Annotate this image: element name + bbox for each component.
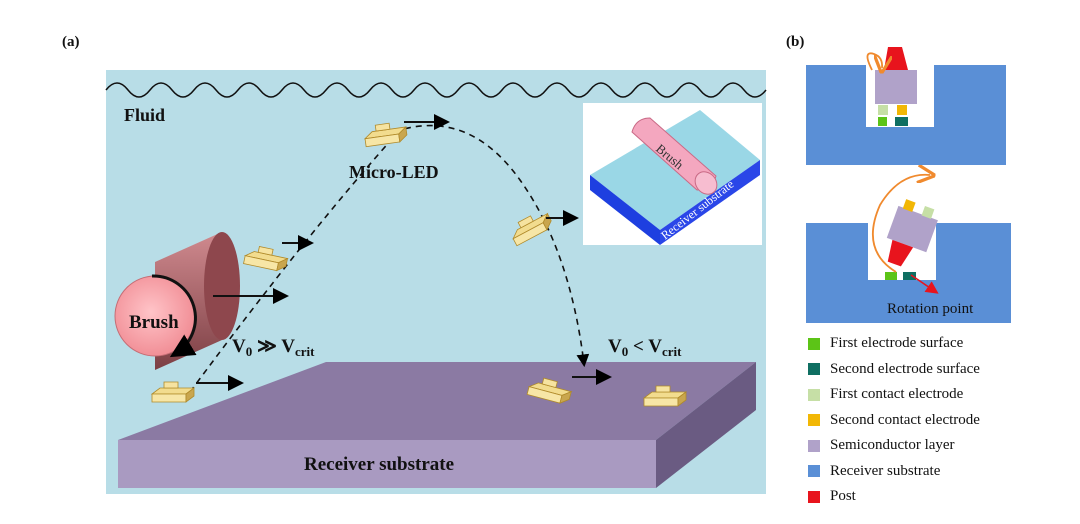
- legend-item: First electrode surface: [808, 331, 1068, 357]
- legend-swatch: [808, 363, 820, 376]
- legend-label: First contact electrode: [830, 386, 964, 403]
- legend-label: Receiver substrate: [830, 462, 941, 479]
- receiver-substrate-side: [656, 362, 756, 488]
- panel-b-legend: First electrode surface Second electrode…: [808, 331, 1068, 510]
- legend-swatch: [808, 414, 820, 427]
- velocity-slow-label: V0 < Vcrit: [608, 336, 682, 359]
- legend-label: Post: [830, 488, 856, 505]
- legend-item: First contact electrode: [808, 382, 1068, 408]
- velocity-fast-label: V0 ≫ Vcrit: [232, 336, 315, 359]
- panel-b-top-diagram: [806, 47, 1006, 165]
- legend-label: Second electrode surface: [830, 360, 980, 377]
- legend-swatch: [808, 388, 820, 401]
- legend-label: First electrode surface: [830, 335, 964, 352]
- receiver-substrate-label: Receiver substrate: [304, 454, 454, 475]
- fluid-label: Fluid: [124, 105, 165, 125]
- brush-label: Brush: [129, 312, 179, 333]
- panel-a-label: (a): [62, 34, 80, 50]
- receiver-substrate-front: [118, 440, 656, 488]
- legend-item: Semiconductor layer: [808, 433, 1068, 459]
- legend-swatch: [808, 337, 820, 350]
- legend-item: Post: [808, 484, 1068, 510]
- micro-led-label: Micro-LED: [349, 162, 439, 182]
- legend-label: Semiconductor layer: [830, 437, 955, 454]
- legend-swatch: [808, 465, 820, 478]
- legend-item: Second electrode surface: [808, 357, 1068, 383]
- fluid-surface-wave: [105, 82, 767, 98]
- panel-b-bottom-diagram: Rotation point: [806, 175, 1011, 323]
- brush-cylinder: [114, 232, 289, 370]
- inset-box: [583, 103, 762, 245]
- trajectory-path: [189, 124, 590, 393]
- legend-swatch: [808, 490, 820, 503]
- legend-item: Second contact electrode: [808, 408, 1068, 434]
- legend-item: Receiver substrate: [808, 459, 1068, 485]
- legend-label: Second contact electrode: [830, 411, 980, 428]
- legend-swatch: [808, 439, 820, 452]
- panel-b-label: (b): [786, 34, 805, 50]
- rotation-point-label: Rotation point: [887, 301, 974, 317]
